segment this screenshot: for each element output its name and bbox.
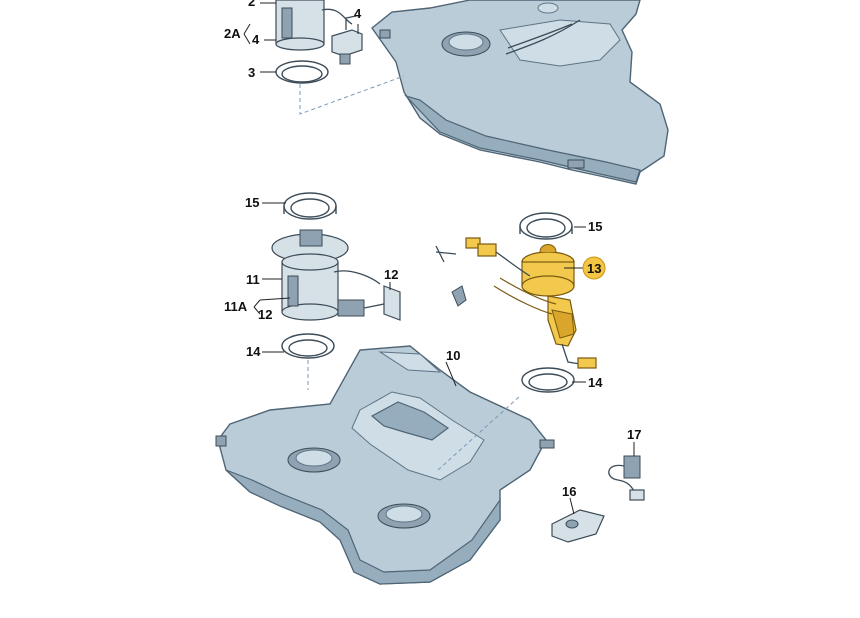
- upper-fuel-tank: [371, 0, 669, 185]
- upper-fuel-sender: [275, 0, 353, 51]
- callout-14-right: 14: [588, 375, 603, 390]
- level-sensor-12: [337, 285, 401, 321]
- callout-17: 17: [627, 427, 641, 442]
- callout-3: 3: [248, 65, 255, 80]
- callout-13-badge: [582, 256, 606, 280]
- seal-16: [551, 509, 605, 543]
- connector-harness: [435, 237, 531, 307]
- callout-16: 16: [562, 484, 576, 499]
- callout-12-right: 12: [384, 267, 398, 282]
- fuel-pump-module-11: [271, 229, 381, 321]
- callout-2: 2: [248, 0, 255, 9]
- lower-fuel-tank-10: [215, 345, 555, 585]
- callout-11a: 11A: [224, 299, 248, 314]
- callout-10: 10: [446, 348, 460, 363]
- callout-15-left: 15: [245, 195, 259, 210]
- callout-12-left: 12: [258, 307, 272, 322]
- locking-ring-14-right: [521, 367, 575, 393]
- transfer-unit-13: [493, 244, 597, 369]
- locking-ring-15-left: [283, 192, 337, 220]
- callout-11: 11: [246, 272, 260, 287]
- callout-4-right: 4: [354, 6, 362, 21]
- upper-locking-ring: [275, 60, 329, 84]
- upper-level-sensor: [331, 15, 363, 65]
- locking-ring-15-right: [519, 212, 573, 240]
- callout-13: 13: [587, 261, 601, 276]
- callout-4-left: 4: [252, 32, 260, 47]
- locking-ring-14-left: [281, 333, 335, 359]
- callout-14-left: 14: [246, 344, 261, 359]
- callout-15-right: 15: [588, 219, 602, 234]
- callout-2a: 2A: [224, 26, 241, 41]
- connector-17: [608, 455, 645, 501]
